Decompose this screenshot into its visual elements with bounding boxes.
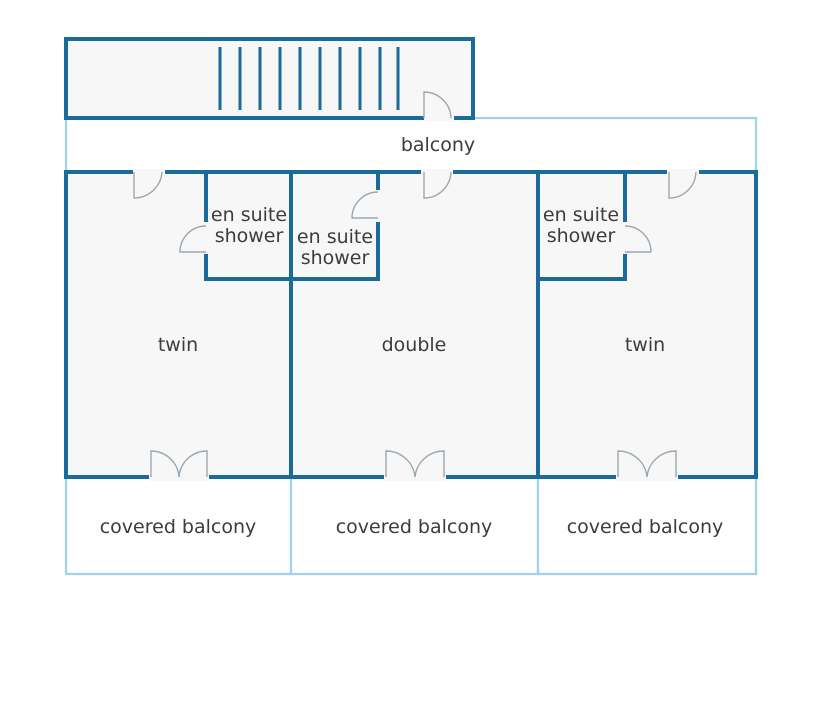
twin-left-label: twin	[158, 334, 198, 356]
balcony-area	[64, 116, 758, 174]
covered-balcony-left-label: covered balcony	[100, 516, 257, 538]
twin-room-right	[538, 172, 756, 477]
double-door-twin-left	[149, 450, 209, 481]
ensuite-right-wall	[538, 172, 627, 281]
door-double	[421, 169, 453, 199]
ensuite-right-label-1: en suite	[543, 204, 619, 226]
stairwell-wall	[64, 37, 475, 120]
ensuite-right-label-2: shower	[547, 225, 616, 247]
double-room	[291, 172, 538, 477]
ensuite-left-label-1: en suite	[211, 204, 287, 226]
door-twin-left	[133, 169, 165, 199]
ensuite-left-label-2: shower	[215, 225, 284, 247]
door-ensuite-right	[621, 222, 652, 254]
covered-balcony-left	[64, 475, 293, 576]
stair-door	[423, 91, 454, 121]
door-ensuite-middle	[351, 190, 382, 222]
twin-right-label: twin	[625, 334, 665, 356]
double-door-double	[384, 450, 446, 481]
covered-balcony-right-label: covered balcony	[567, 516, 724, 538]
ensuite-middle-label-2: shower	[301, 247, 370, 269]
double-door-twin-right	[616, 450, 678, 481]
ensuite-middle-label-1: en suite	[297, 226, 373, 248]
stairwell	[66, 39, 473, 118]
door-twin-right	[667, 169, 699, 199]
covered-balcony-right	[536, 475, 758, 576]
twin-room-left	[66, 172, 291, 477]
balcony-label: balcony	[401, 134, 475, 156]
ensuite-left-wall	[204, 172, 291, 281]
covered-balcony-middle-label: covered balcony	[336, 516, 493, 538]
stairs	[218, 47, 400, 110]
double-label: double	[382, 334, 447, 356]
door-ensuite-left	[179, 222, 210, 254]
